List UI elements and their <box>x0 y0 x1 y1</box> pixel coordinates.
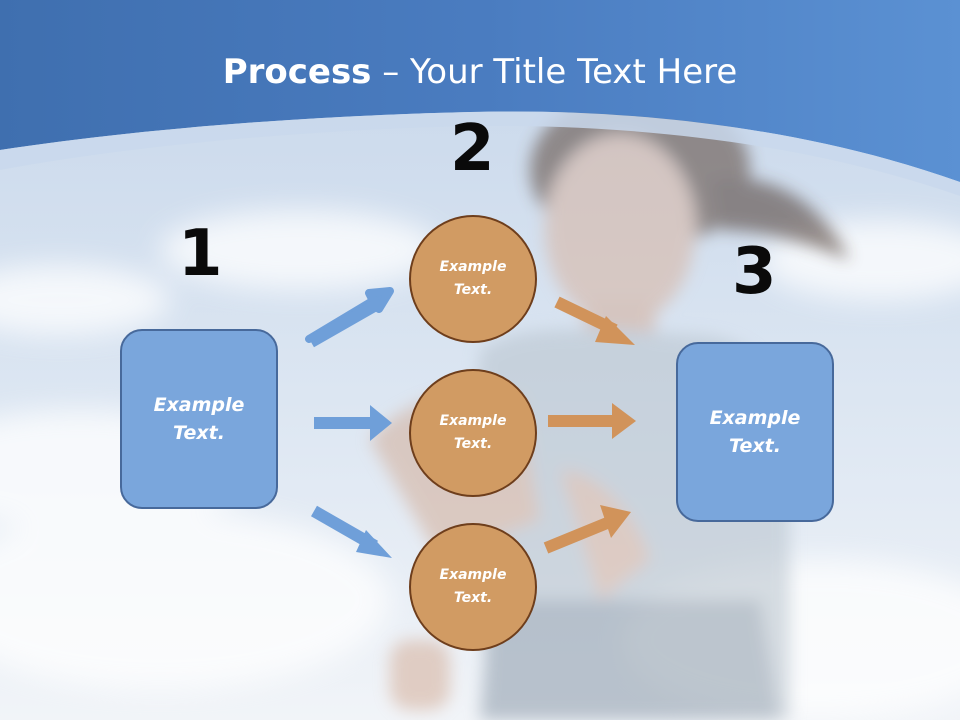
step-1-box[interactable]: Example Text. <box>120 329 278 509</box>
step-1-box-text: Example Text. <box>153 393 245 445</box>
step-number-1: 1 <box>178 217 223 291</box>
step-3-box-text: Example Text. <box>709 406 801 458</box>
step-2-circle-bottom[interactable]: Example Text. <box>409 523 537 651</box>
slide-title: Process – Your Title Text Here <box>0 52 960 92</box>
circle-top-text: Example Text. <box>439 258 507 298</box>
circle-bottom-text: Example Text. <box>439 566 507 606</box>
step-2-circle-top[interactable]: Example Text. <box>409 215 537 343</box>
step-3-box[interactable]: Example Text. <box>676 342 834 522</box>
step-number-3: 3 <box>732 235 777 309</box>
step-2-circle-middle[interactable]: Example Text. <box>409 369 537 497</box>
title-bold: Process <box>222 52 372 92</box>
circle-middle-text: Example Text. <box>439 412 507 452</box>
title-rest: – Your Title Text Here <box>371 52 738 92</box>
step-number-2: 2 <box>450 112 495 186</box>
